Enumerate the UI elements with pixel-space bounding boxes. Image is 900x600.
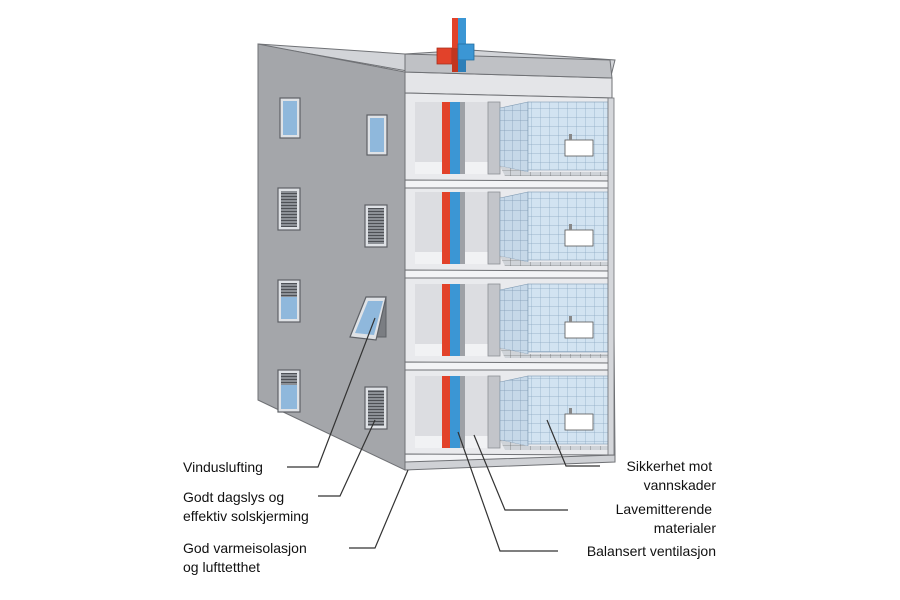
supply-duct xyxy=(442,376,450,448)
leader-materialer xyxy=(473,434,568,511)
leader-lines xyxy=(287,317,600,552)
bathroom-side-wall xyxy=(499,191,529,263)
facade-windows xyxy=(277,97,388,430)
leader-ventilasjon xyxy=(457,431,558,552)
section-right-edge xyxy=(607,97,615,456)
exhaust-duct xyxy=(450,376,460,448)
building-section xyxy=(404,92,616,471)
exhaust-duct xyxy=(450,192,460,264)
tap-icon xyxy=(569,224,572,230)
washbasin-icon xyxy=(564,413,594,431)
duct-shaft xyxy=(460,192,465,264)
washbasin-icon xyxy=(564,321,594,339)
tap-icon xyxy=(569,408,572,414)
bathroom-side-wall xyxy=(499,101,529,173)
bathroom-side-wall xyxy=(499,375,529,447)
duct-shaft xyxy=(460,284,465,356)
floor-slab xyxy=(404,179,613,189)
label-varmeisolasjon: God varmeisolasjon og lufttetthet xyxy=(183,540,311,575)
tap-icon xyxy=(569,316,572,322)
bathroom-tiled-wall xyxy=(527,101,609,171)
exhaust-duct xyxy=(450,284,460,356)
washbasin-icon xyxy=(564,139,594,157)
bathroom-tiled-wall xyxy=(527,191,609,261)
leader-vannskader xyxy=(546,419,600,467)
exhaust-duct xyxy=(450,102,460,174)
bathroom-floor xyxy=(500,440,608,450)
labels-right: Sikkerhet mot vannskader Lavemitterende … xyxy=(587,458,717,559)
window-with-blind xyxy=(277,369,301,413)
washbasin-icon xyxy=(564,229,594,247)
supply-duct xyxy=(442,192,450,264)
leader-varmeisolasjon xyxy=(349,469,409,549)
partition-wall xyxy=(487,191,501,265)
duct-shaft xyxy=(460,102,465,174)
label-vannskader: Sikkerhet mot vannskader xyxy=(627,458,717,493)
bathroom-tiled-wall xyxy=(527,375,609,445)
label-materialer: Lavemitterende materialer xyxy=(616,501,717,536)
partition-wall xyxy=(487,375,501,449)
window-with-blind xyxy=(277,187,301,231)
bathroom-tiled-wall xyxy=(527,283,609,353)
supply-duct xyxy=(442,102,450,174)
bathroom-side-wall xyxy=(499,283,529,355)
floor-slab xyxy=(404,269,613,279)
leader-vinduslufting xyxy=(287,317,376,468)
tap-icon xyxy=(569,134,572,140)
labels-left: Vinduslufting Godt dagslys og effektiv s… xyxy=(183,459,311,575)
floor-slab xyxy=(404,361,613,371)
window xyxy=(279,97,301,139)
window xyxy=(366,114,388,156)
label-ventilasjon: Balansert ventilasjon xyxy=(587,543,716,559)
window-with-blind xyxy=(277,279,301,323)
partition-wall xyxy=(487,101,501,175)
partition-wall xyxy=(487,283,501,357)
bathroom-floor xyxy=(500,348,608,358)
bathroom-floor xyxy=(500,256,608,266)
bathroom-floor xyxy=(500,166,608,176)
label-dagslys: Godt dagslys og effektiv solskjerming xyxy=(183,489,309,524)
leader-dagslys xyxy=(318,419,376,497)
ventilation-cowl-icon xyxy=(436,18,475,72)
window-with-blind xyxy=(364,204,388,248)
window-with-blind xyxy=(364,386,388,430)
duct-shaft xyxy=(460,376,465,448)
label-vinduslufting: Vinduslufting xyxy=(183,459,263,475)
supply-duct xyxy=(442,284,450,356)
